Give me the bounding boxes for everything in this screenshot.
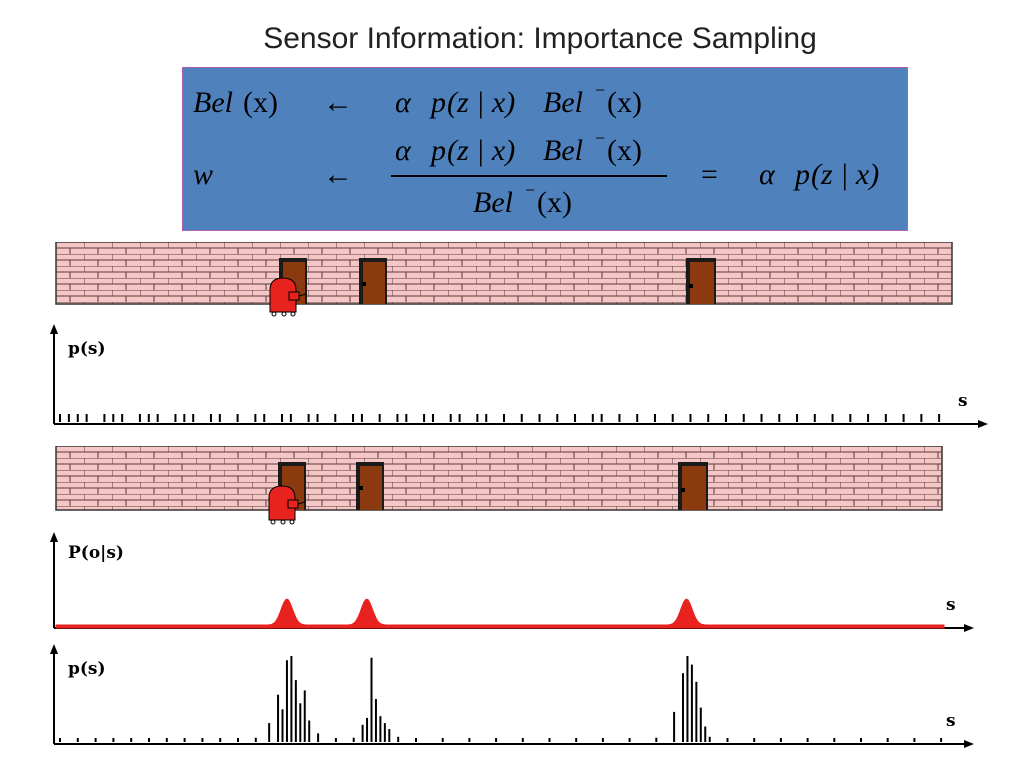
brick-wall: [55, 242, 953, 305]
prior-xlabel: s: [958, 391, 968, 411]
f1-p: p: [429, 86, 446, 119]
likelihood-plot: P(o|s) s: [50, 532, 974, 632]
f1-arg2: (x): [607, 86, 642, 119]
f1-arrow: ←: [323, 86, 353, 119]
f2-arg: (x): [607, 134, 642, 167]
post-ylabel: p(s): [68, 659, 106, 679]
prior-ylabel: p(s): [68, 339, 106, 359]
f2-res-alpha: α: [759, 158, 776, 191]
prior-plot: p(s) s: [50, 324, 988, 428]
f2-arrow: ←: [323, 158, 353, 191]
lik-xlabel: s: [946, 595, 956, 615]
door-3: [686, 258, 716, 304]
brick-wall-2: [55, 446, 943, 511]
posterior-plot: p(s) s: [50, 644, 974, 748]
posterior-particles: [59, 656, 943, 742]
door-3b: [678, 462, 708, 510]
f1-bel2: Bel: [543, 86, 583, 119]
f2-res-p: p: [793, 158, 810, 191]
likelihood-curve: [55, 598, 945, 629]
f2-den-bel: Bel: [473, 186, 513, 219]
robot-icon-2: [268, 485, 306, 525]
corridor-wall-bottom: [55, 446, 943, 525]
door-2: [359, 258, 387, 304]
f1-sup: −: [595, 80, 605, 100]
prior-particles: [59, 414, 941, 422]
corridor-wall-top: [55, 242, 953, 317]
slide-title: Sensor Information: Importance Sampling: [263, 22, 817, 55]
formula-box: Bel (x) ← α p (z | x) Bel − (x) w ← α p …: [182, 67, 908, 231]
f2-den-sup: −: [525, 180, 535, 200]
f2-res-cond: (z | x): [811, 158, 879, 191]
robot-icon: [269, 277, 307, 317]
f1-bel: Bel: [193, 86, 233, 119]
f1-arg: (x): [243, 86, 278, 119]
post-xlabel: s: [946, 711, 956, 731]
f2-w: w: [193, 158, 213, 191]
f2-p: p: [429, 134, 446, 167]
lik-ylabel: P(o|s): [68, 543, 124, 563]
f2-bel: Bel: [543, 134, 583, 167]
f1-cond: (z | x): [447, 86, 515, 119]
f2-eq: =: [701, 158, 718, 191]
f2-sup: −: [595, 128, 605, 148]
f2-alpha: α: [395, 134, 412, 167]
door-2b: [356, 462, 384, 510]
f2-cond: (z | x): [447, 134, 515, 167]
f2-den-arg: (x): [537, 186, 572, 219]
f1-alpha: α: [395, 86, 412, 119]
formula-svg: Bel (x) ← α p (z | x) Bel − (x) w ← α p …: [193, 80, 879, 219]
